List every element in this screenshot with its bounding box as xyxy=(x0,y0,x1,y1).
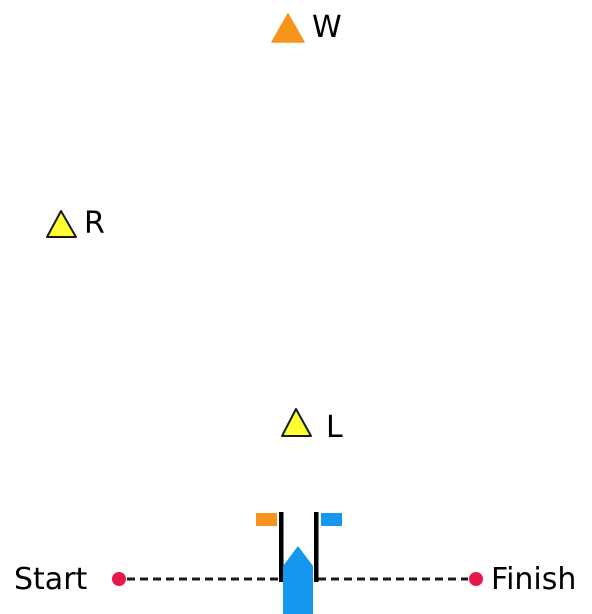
starboard-post xyxy=(314,512,319,582)
start-end-dot xyxy=(112,572,126,586)
mark-r-label: R xyxy=(84,206,105,241)
finish-label: Finish xyxy=(491,562,577,597)
mark-l-label: L xyxy=(326,410,343,445)
start-label: Start xyxy=(14,562,88,597)
mark-w-label: W xyxy=(312,10,342,45)
port-flag xyxy=(256,513,277,526)
mark-r-icon xyxy=(46,210,77,238)
boat-icon xyxy=(283,546,313,614)
mark-l-icon xyxy=(281,408,312,437)
port-post xyxy=(279,512,284,582)
mark-w-icon xyxy=(271,13,305,43)
starboard-flag xyxy=(321,513,342,526)
finish-end-dot xyxy=(469,572,483,586)
